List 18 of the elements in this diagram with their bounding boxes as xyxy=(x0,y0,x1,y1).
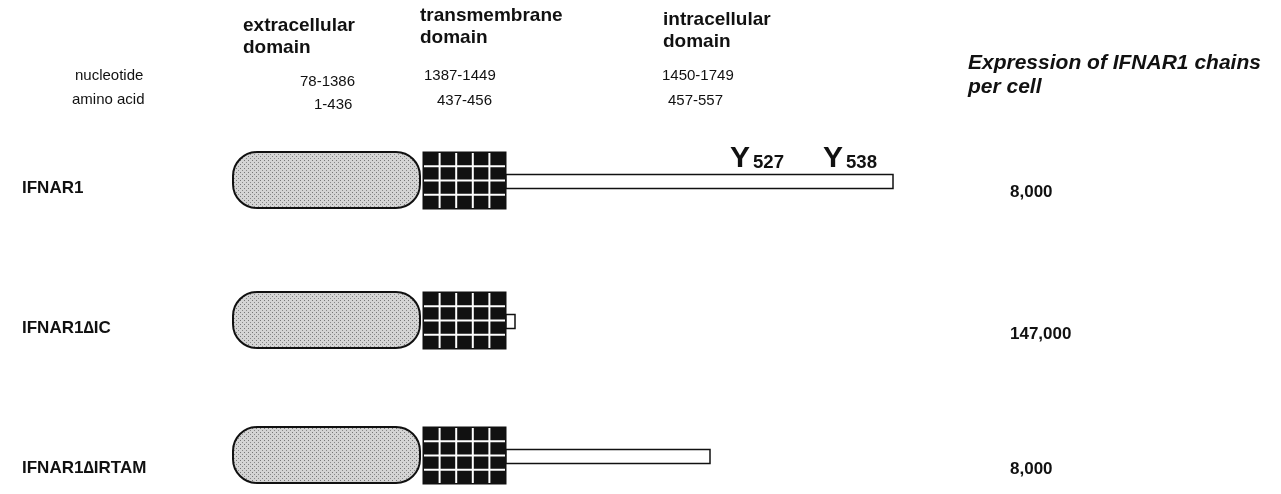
range-value: 1450-1749 xyxy=(662,66,734,84)
range-value: 457-557 xyxy=(668,91,724,109)
column-heading: transmembrane domain xyxy=(420,4,564,48)
column-heading: intracellular domain xyxy=(663,8,772,52)
row-heading: nucleotide xyxy=(75,66,144,84)
construct-name: IFNAR1 xyxy=(22,178,84,198)
row-heading: amino acid xyxy=(72,90,145,108)
column-heading: Expression of IFNAR1 chains per cell xyxy=(968,50,1262,99)
range-value: 1-436 xyxy=(314,95,353,113)
expression-value: 8,000 xyxy=(1010,459,1053,479)
expression-value: 147,000 xyxy=(1010,324,1072,344)
construct-name: IFNAR1∆IC xyxy=(22,318,111,338)
column-heading: extracellular domain xyxy=(243,14,356,58)
range-value: 1387-1449 xyxy=(424,66,496,84)
expression-value: 8,000 xyxy=(1010,182,1053,202)
range-value: 437-456 xyxy=(437,91,493,109)
range-value: 78-1386 xyxy=(300,72,356,90)
construct-name: IFNAR1∆IRTAM xyxy=(22,458,147,478)
